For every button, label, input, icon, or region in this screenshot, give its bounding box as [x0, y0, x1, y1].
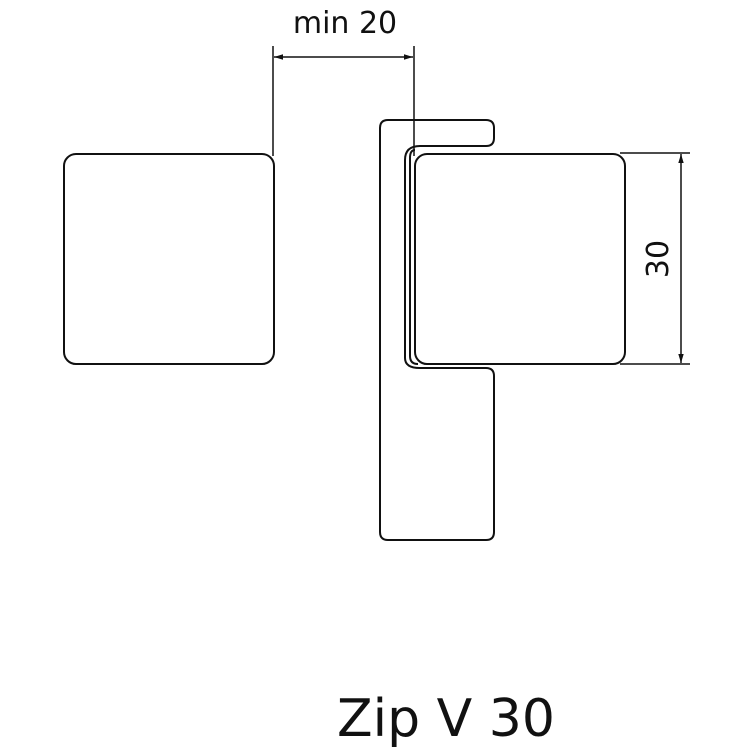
dimension-width-label: min 20: [293, 6, 397, 41]
caption: Zip V 30: [337, 689, 555, 749]
zip-inner-line: [409, 149, 419, 365]
dimension-height-label: 30: [641, 240, 676, 278]
right-panel: [414, 153, 626, 365]
left-panel: [63, 153, 275, 365]
zip-profile: [379, 119, 495, 541]
